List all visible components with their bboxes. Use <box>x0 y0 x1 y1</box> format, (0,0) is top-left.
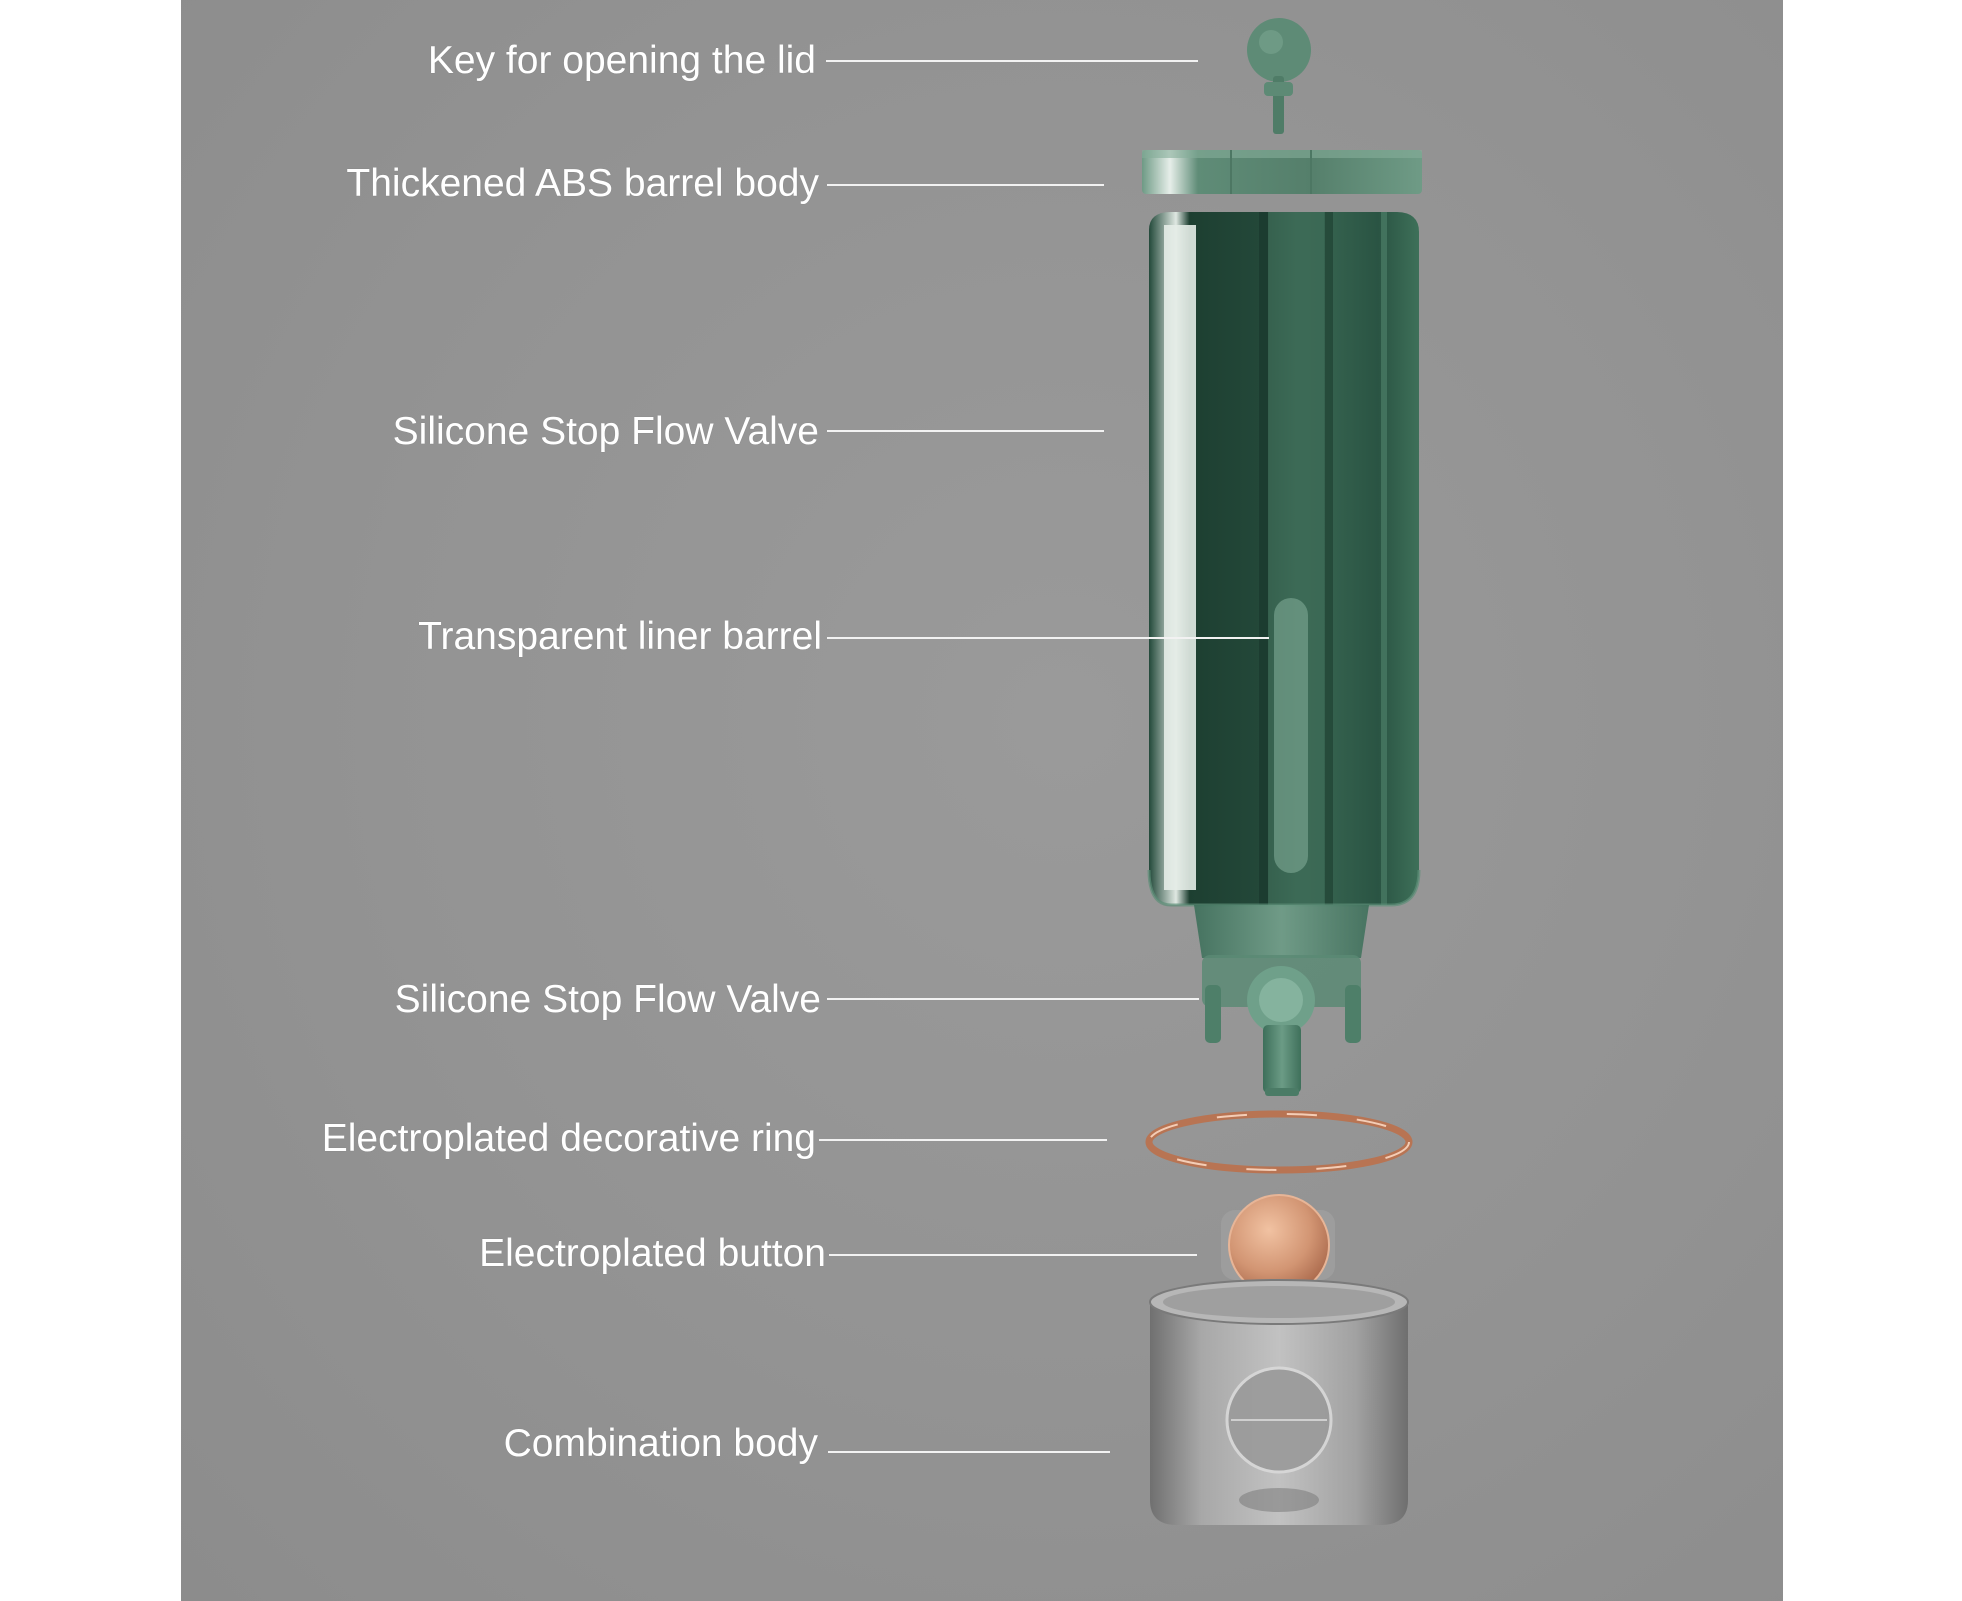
combination-body-cup <box>1149 1279 1409 1525</box>
label-button: Electroplated button <box>479 1232 826 1275</box>
lid-key <box>1247 18 1311 134</box>
label-combination: Combination body <box>503 1422 818 1465</box>
leader-ring <box>819 1139 1107 1141</box>
leader-key <box>826 60 1198 62</box>
leader-valve-upper <box>827 430 1104 432</box>
stop-flow-valve <box>1194 905 1369 1096</box>
leader-button <box>829 1254 1197 1256</box>
label-valve-lower: Silicone Stop Flow Valve <box>394 978 821 1021</box>
leader-liner <box>827 637 1269 639</box>
leader-valve-lower <box>827 998 1199 1000</box>
leader-abs-body <box>827 184 1104 186</box>
label-liner: Transparent liner barrel <box>418 615 822 658</box>
label-ring: Electroplated decorative ring <box>321 1117 816 1160</box>
label-key: Key for opening the lid <box>427 39 816 82</box>
barrel-lid <box>1142 150 1422 194</box>
decorative-ring <box>1145 1110 1413 1174</box>
barrel-body <box>1147 212 1421 907</box>
exploded-view <box>1142 18 1422 1525</box>
leader-combination <box>828 1451 1110 1453</box>
electroplated-button-part <box>1221 1194 1335 1296</box>
label-abs-body: Thickened ABS barrel body <box>346 162 819 205</box>
label-valve-upper: Silicone Stop Flow Valve <box>392 410 819 453</box>
diagram-panel: Key for opening the lid Thickened ABS ba… <box>181 0 1783 1601</box>
